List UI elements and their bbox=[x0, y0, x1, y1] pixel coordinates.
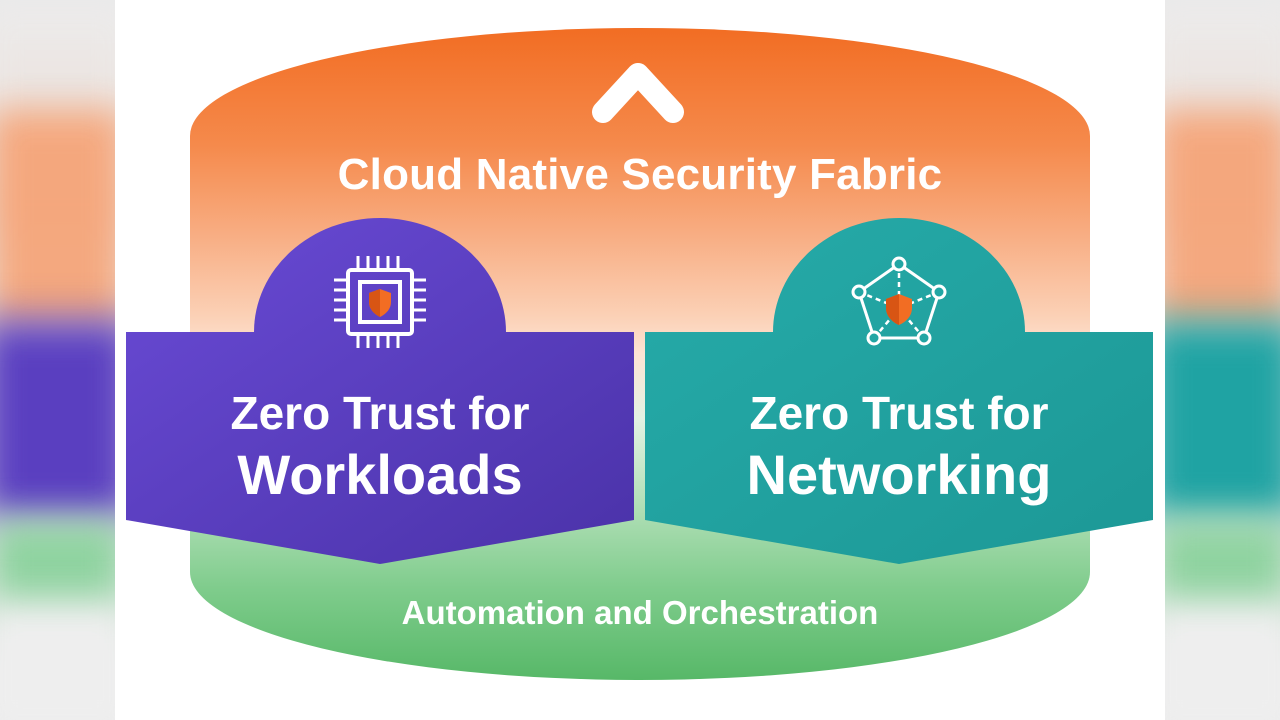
workloads-label-line2: Workloads bbox=[237, 443, 523, 506]
fabric-footer: Automation and Orchestration bbox=[401, 594, 879, 631]
workloads-card-shape bbox=[126, 218, 634, 564]
networking-card-shape bbox=[645, 218, 1153, 564]
fabric-title: Cloud Native Security Fabric bbox=[337, 150, 943, 199]
networking-label-line2: Networking bbox=[746, 443, 1052, 506]
left-blurred-border bbox=[0, 0, 115, 720]
workloads-card: Zero Trust for Workloads bbox=[126, 218, 634, 564]
brand-logo-icon bbox=[592, 63, 684, 123]
diagram-canvas: Cloud Native Security Fabric bbox=[115, 0, 1165, 720]
workloads-label-line1: Zero Trust for bbox=[230, 387, 530, 439]
cpu-shield-icon bbox=[334, 256, 426, 348]
network-shield-icon bbox=[851, 256, 947, 346]
networking-card: Zero Trust for Networking bbox=[645, 218, 1153, 564]
networking-label-line1: Zero Trust for bbox=[749, 387, 1049, 439]
right-blurred-border bbox=[1165, 0, 1280, 720]
